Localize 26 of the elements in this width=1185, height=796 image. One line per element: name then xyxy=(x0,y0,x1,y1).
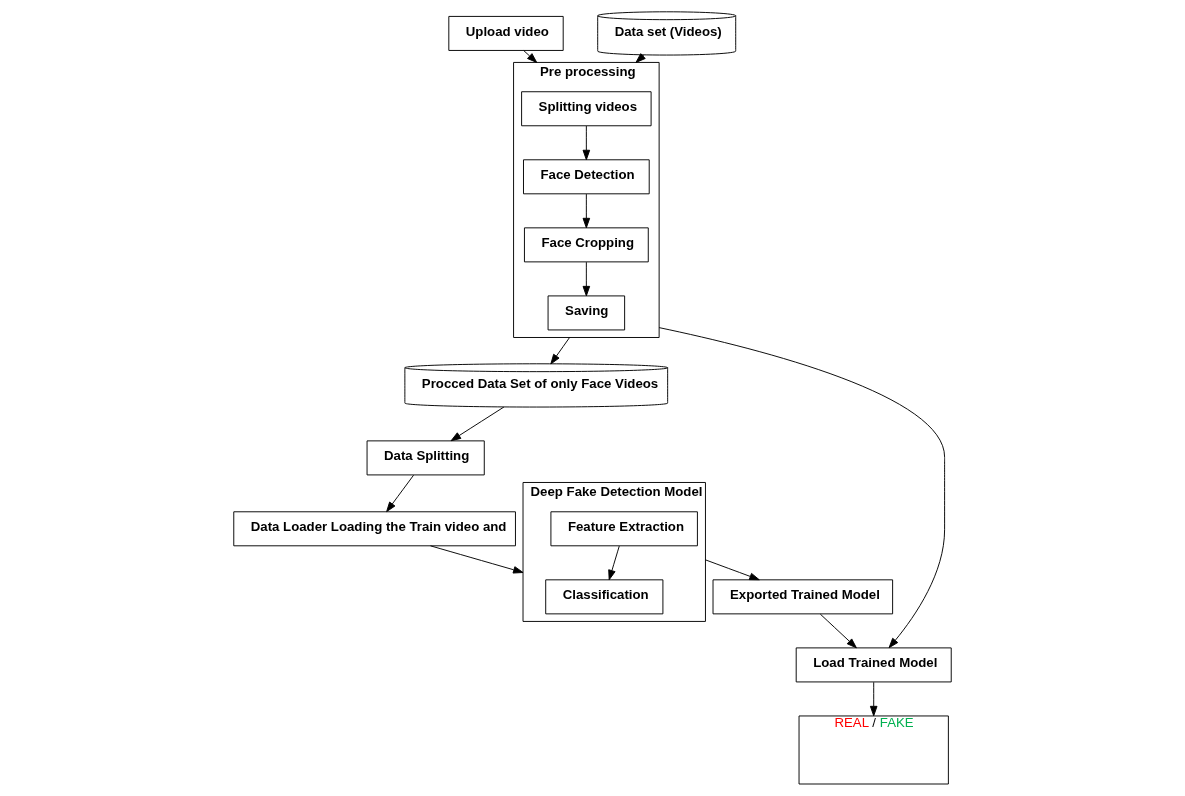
arrow xyxy=(658,327,946,649)
arrow xyxy=(635,53,646,63)
node-box: Upload video xyxy=(448,15,564,51)
arrow xyxy=(523,50,538,63)
node-box: Exported Trained Model xyxy=(712,579,894,615)
node-box: Data Splitting xyxy=(366,440,485,476)
arrow xyxy=(869,681,878,717)
arrow xyxy=(705,559,760,581)
node-box: Saving xyxy=(547,295,626,331)
arrow xyxy=(386,474,415,513)
arrow xyxy=(582,193,591,229)
node-box: Data Loader Loading the Train video and xyxy=(233,511,516,547)
node-box: Splitting videos xyxy=(521,91,652,127)
arrow xyxy=(582,125,591,161)
node-box: Classification xyxy=(545,579,664,615)
node-box: Feature Extraction xyxy=(550,511,698,547)
node-box: Face Cropping xyxy=(523,227,649,263)
arrow xyxy=(450,406,505,442)
arrow xyxy=(608,545,620,581)
node-box: REAL / FAKE xyxy=(798,715,949,785)
node-box: Load Trained Model xyxy=(795,647,952,683)
arrow xyxy=(819,613,857,649)
node-box: Face Detection xyxy=(523,159,650,195)
arrow xyxy=(582,261,591,297)
arrow xyxy=(550,337,571,365)
arrow xyxy=(430,545,524,574)
